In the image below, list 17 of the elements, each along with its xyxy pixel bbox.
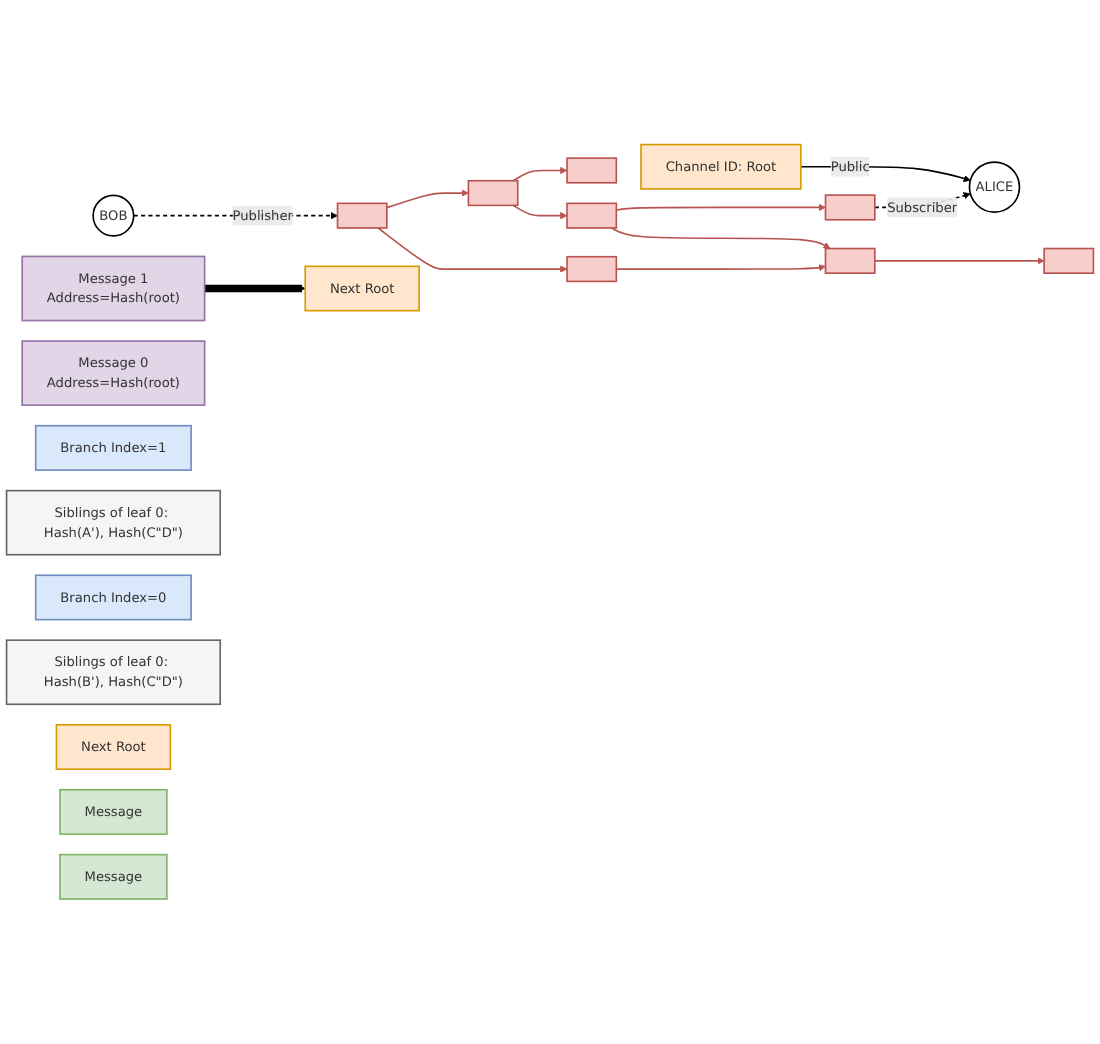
node-box xyxy=(566,256,618,283)
node-box xyxy=(1043,247,1095,275)
arrow xyxy=(874,257,1045,265)
arrow xyxy=(512,204,568,220)
node-box xyxy=(336,202,388,229)
node-box xyxy=(824,194,876,221)
node-box xyxy=(566,157,618,184)
arrow xyxy=(204,284,306,293)
node-box xyxy=(566,202,618,229)
arrow xyxy=(611,227,831,250)
arrow xyxy=(615,264,826,272)
arrow xyxy=(377,227,568,273)
node-box xyxy=(467,180,519,207)
arrow xyxy=(615,204,826,212)
arrow xyxy=(512,167,568,182)
arrow xyxy=(386,189,469,209)
node-box xyxy=(824,247,876,275)
